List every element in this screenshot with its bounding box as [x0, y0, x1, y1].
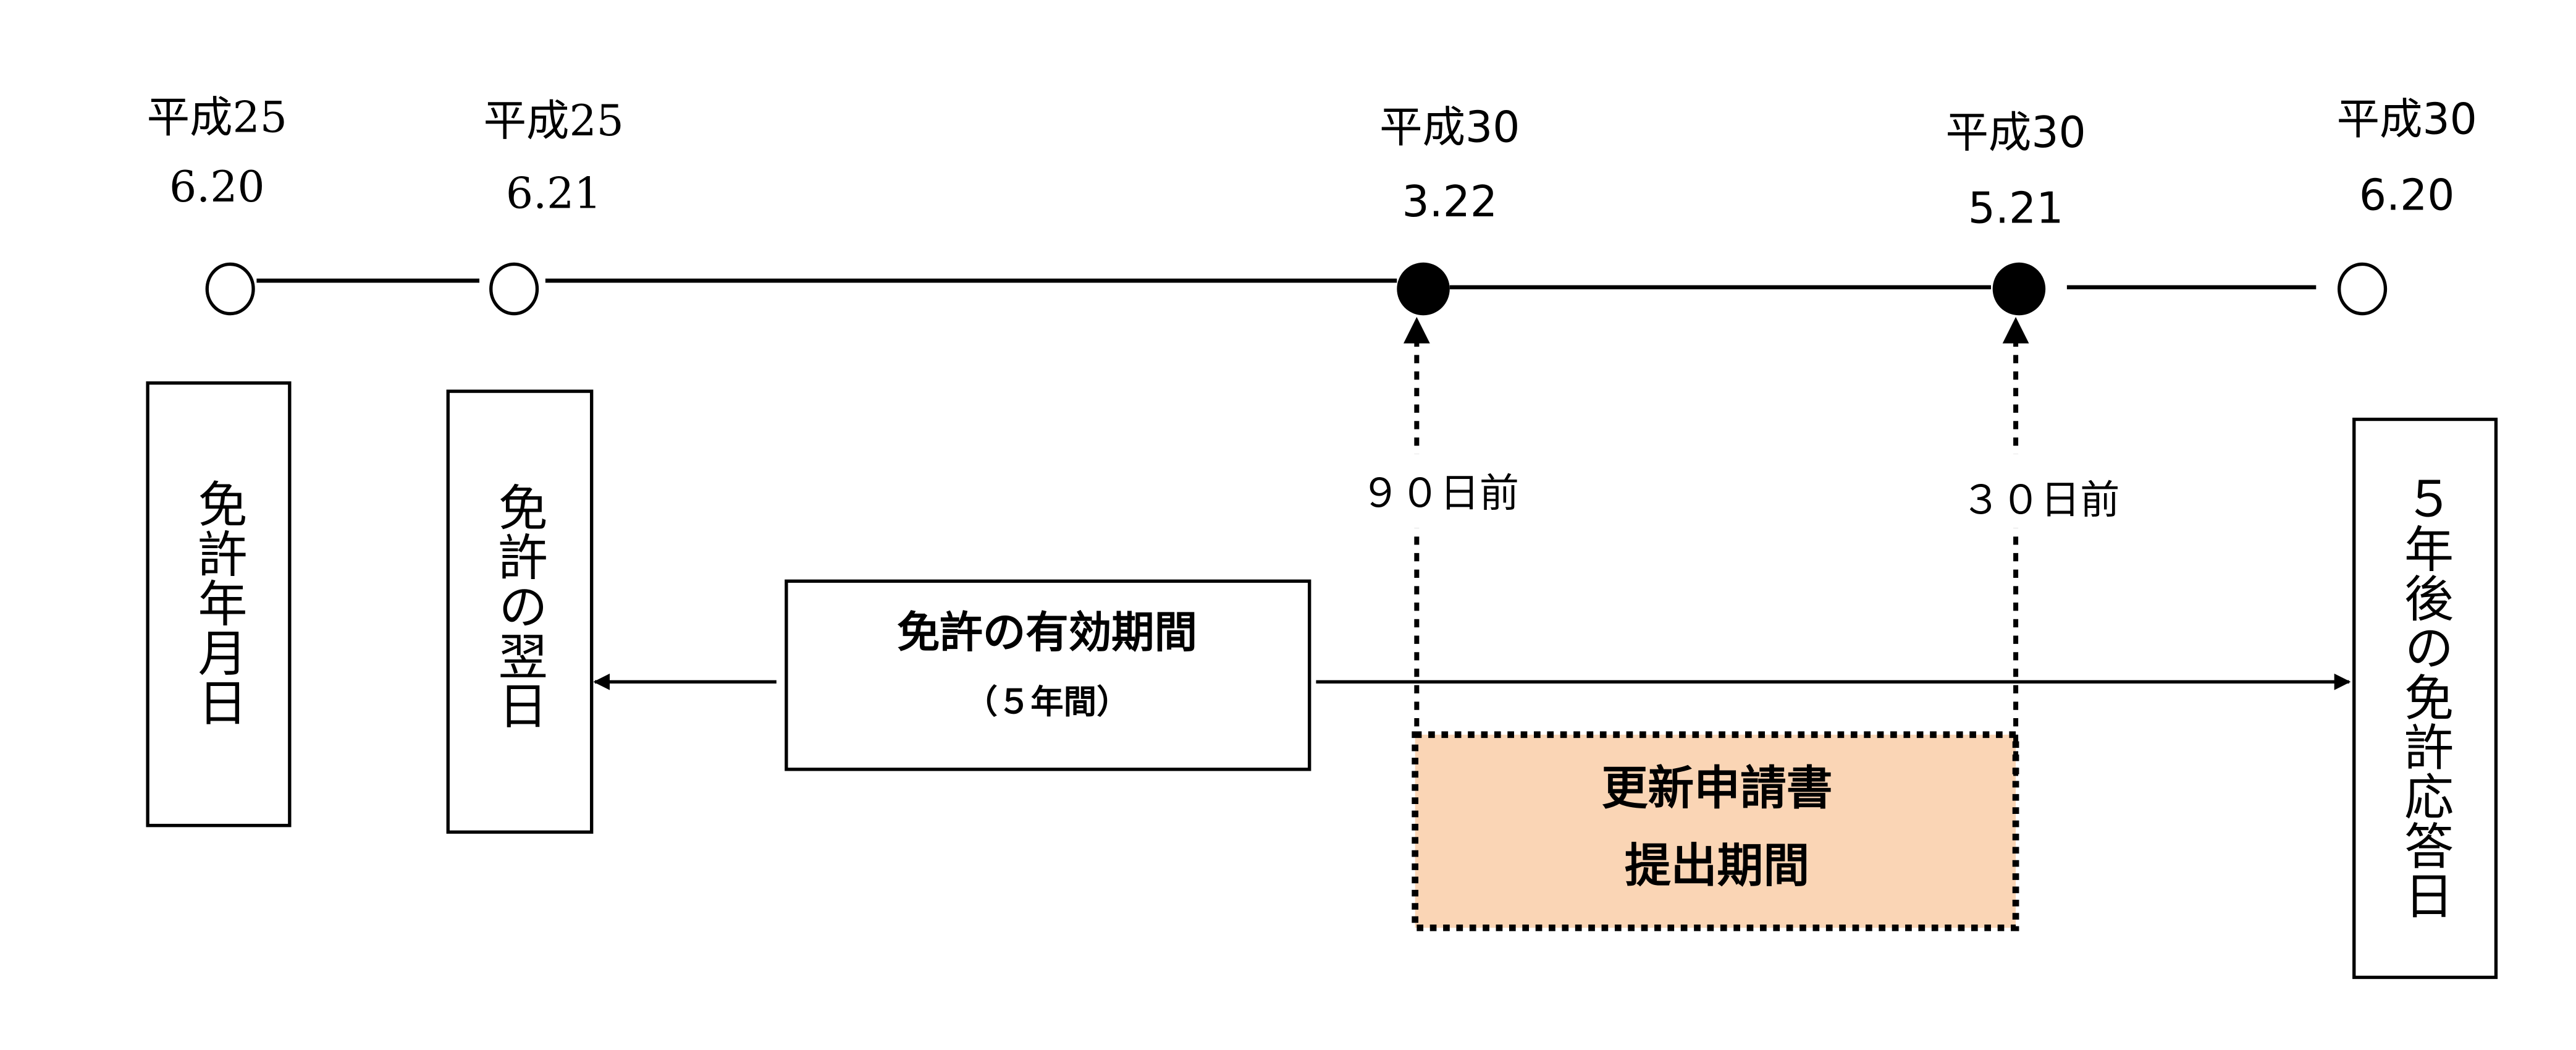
next-day-label: 免許の翌日	[490, 482, 548, 730]
era-label: 平成30	[2337, 95, 2477, 144]
filled-marker-4	[1992, 262, 2046, 316]
era-label: 平成30	[1379, 103, 1520, 153]
anniversary-box	[2352, 417, 2498, 980]
open-marker-2	[489, 262, 539, 316]
submission-line2: 提出期間	[1625, 839, 1809, 893]
open-marker-5	[2338, 262, 2388, 316]
timeline-line	[256, 278, 2317, 290]
arrowhead-icon	[2002, 316, 2029, 344]
date-label: 5.21	[1968, 184, 2064, 234]
open-marker-1	[205, 262, 255, 316]
filled-marker-3	[1397, 262, 1450, 316]
era-label: 平成30	[1945, 108, 2086, 158]
validity-title: 免許の有効期間	[897, 608, 1197, 658]
anniversary-label: ５年後の免許応答日	[2396, 474, 2454, 920]
arrowhead-icon	[1403, 316, 1430, 344]
ninety-days-label: ９０日前	[1361, 470, 1519, 517]
date-label: 6.20	[169, 163, 265, 212]
license-date-box	[146, 381, 292, 828]
date-label: 3.22	[1402, 177, 1497, 227]
thirty-days-label: ３０日前	[1961, 477, 2119, 523]
next-day-box	[446, 389, 594, 834]
validity-subtitle: （５年間）	[964, 682, 1129, 721]
date-label: 6.21	[506, 169, 602, 219]
license-date-label: 免許年月日	[190, 479, 247, 727]
era-label: 平成25	[484, 96, 624, 146]
validity-box	[785, 579, 1311, 771]
era-label: 平成25	[147, 93, 287, 143]
submission-period-box	[1412, 731, 2019, 931]
submission-line1: 更新申請書	[1602, 761, 1833, 815]
date-label: 6.20	[2359, 171, 2455, 220]
